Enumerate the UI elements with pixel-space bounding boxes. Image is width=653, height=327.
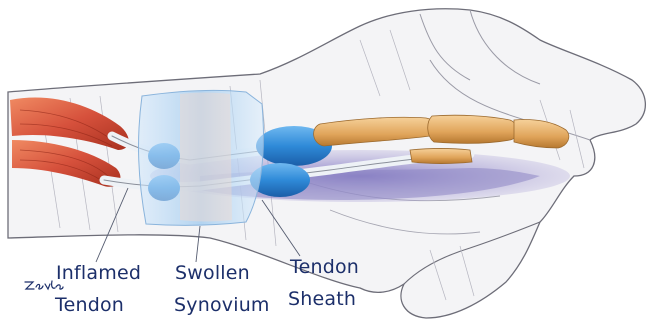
bone-lower	[410, 149, 472, 164]
bone-proximal-phalanx	[428, 115, 518, 143]
label-inflamed-line1: Inflamed	[56, 262, 141, 284]
label-swollen-line1: Swollen	[175, 262, 250, 284]
label-sheath-line2: Sheath	[288, 288, 356, 310]
label-sheath-line1: Tendon	[290, 256, 359, 278]
label-inflamed-line2: Tendon	[55, 294, 124, 316]
sheath-band	[180, 93, 232, 222]
label-swollen-line2: Synovium	[174, 294, 270, 316]
